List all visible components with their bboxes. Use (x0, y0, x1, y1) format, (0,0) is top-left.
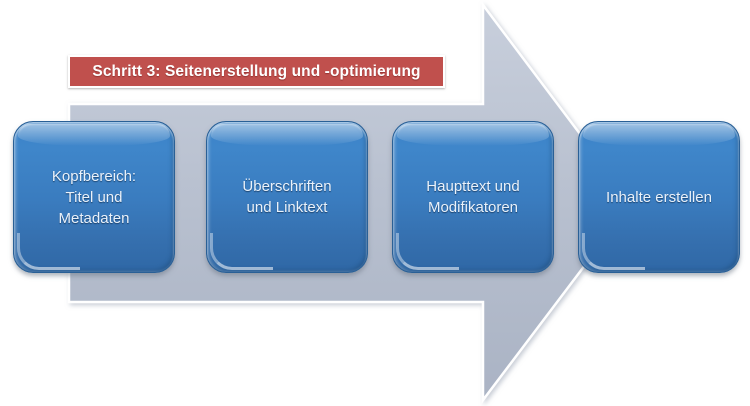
process-step-box-4[interactable]: Inhalte erstellen (578, 121, 740, 273)
step-title-text: Schritt 3: Seitenerstellung und -optimie… (92, 62, 421, 80)
process-step-box-2[interactable]: Überschriften und Linktext (206, 121, 368, 273)
process-step-box-1[interactable]: Kopfbereich: Titel und Metadaten (13, 121, 175, 273)
process-step-label-4: Inhalte erstellen (606, 188, 712, 206)
process-step-label-3: Haupttext und Modifikatoren (426, 178, 520, 216)
process-step-label-1: Kopfbereich: Titel und Metadaten (51, 167, 137, 227)
process-step-label-2: Überschriften und Linktext (242, 178, 332, 216)
process-step-box-3[interactable]: Haupttext und Modifikatoren (392, 121, 554, 273)
step-title-banner: Schritt 3: Seitenerstellung und -optimie… (68, 55, 445, 88)
